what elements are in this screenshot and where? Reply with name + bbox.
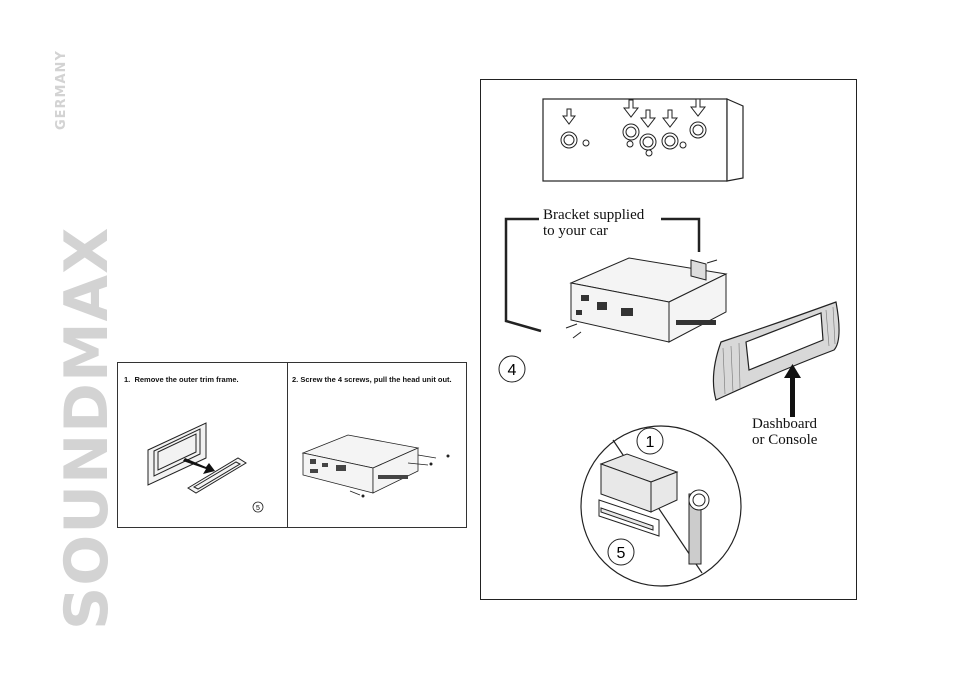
- head-unit-drawing: [571, 258, 726, 342]
- svg-text:5: 5: [617, 545, 626, 562]
- installation-diagram: 4: [481, 80, 858, 601]
- installation-figure: 4: [480, 79, 857, 600]
- callout-5: 5: [608, 539, 634, 565]
- callout-4: 4: [499, 356, 525, 382]
- callout-1: 1: [637, 428, 663, 454]
- brand-watermark: SOUNDMAX GERMANY: [52, 227, 122, 630]
- step-1-panel: 1. Remove the outer trim frame. 5: [118, 363, 288, 527]
- step-2-panel: 2. Screw the 4 screws, pull the head uni…: [288, 363, 466, 527]
- svg-text:4: 4: [508, 362, 517, 379]
- dashboard-label: Dashboard or Console: [752, 416, 817, 448]
- bracket-label: Bracket supplied to your car: [543, 207, 644, 239]
- dashboard-arrow: [784, 364, 801, 417]
- head-unit-illustration: [288, 363, 466, 529]
- removal-steps-box: 1. Remove the outer trim frame. 5 2. Scr…: [117, 362, 467, 528]
- brand-name: SOUNDMAX: [52, 227, 122, 630]
- brand-subtitle: GERMANY: [54, 50, 69, 130]
- trim-frame-illustration: 5: [118, 363, 288, 529]
- dashboard-drawing: [713, 302, 839, 400]
- svg-text:5: 5: [256, 505, 260, 512]
- step-1-badge: 5: [253, 502, 263, 512]
- svg-text:1: 1: [646, 434, 655, 451]
